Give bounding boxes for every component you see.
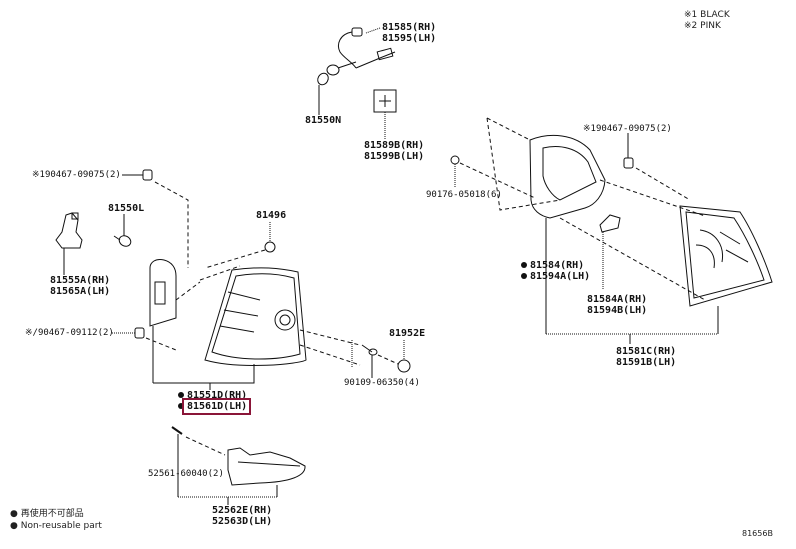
- part-label-81496[interactable]: 81496: [256, 210, 287, 221]
- bulb-81550l-drawing: [113, 214, 132, 247]
- tail-lamp-right-drawing: [679, 205, 773, 334]
- clip-81496-drawing: [204, 222, 276, 269]
- bracket-drawing: [171, 426, 306, 505]
- pad-right-drawing: [599, 214, 621, 290]
- part-label-81589b[interactable]: 81589B(RH): [364, 140, 425, 151]
- legend-text: 再使用不可部品: [20, 509, 84, 519]
- part-label-81550n[interactable]: 81550N: [305, 115, 342, 126]
- legend-text: PINK: [700, 21, 721, 31]
- part-label-81561d-selected[interactable]: 81561D(LH): [178, 401, 247, 412]
- selected-part-highlight: [182, 398, 251, 415]
- part-number: 81551D(RH): [187, 390, 248, 401]
- legend-non-reusable-jp: ● 再使用不可部品: [10, 509, 84, 520]
- part-label-clip-90467-09112[interactable]: ※/90467-09112(2): [25, 328, 114, 338]
- part-label-81584a[interactable]: 81584A(RH): [587, 294, 648, 305]
- part-label-81594b[interactable]: 81594B(LH): [587, 305, 648, 316]
- part-number: 81594A(LH): [530, 271, 591, 282]
- part-label-81555a[interactable]: 81555A(RH): [50, 275, 111, 286]
- legend-mark: ※2: [684, 21, 698, 31]
- part-label-clip-90467-09075-right[interactable]: ※190467-09075(2): [583, 124, 672, 134]
- diagram-id: 81656B: [742, 529, 773, 538]
- legend-color-black: ※1 BLACK: [684, 10, 730, 21]
- clip-right-top-drawing: [623, 133, 691, 201]
- gasket-left-drawing: [149, 259, 177, 383]
- part-label-90176-05018[interactable]: 90176-05018(6): [426, 190, 502, 200]
- non-reusable-dot-icon: ●: [10, 521, 18, 531]
- legend-mark: ※1: [684, 10, 698, 20]
- screw-cap-drawing: [361, 340, 411, 378]
- part-label-81952e[interactable]: 81952E: [389, 328, 426, 339]
- part-label-52563d[interactable]: 52563D(LH): [212, 516, 273, 527]
- part-label-81594a[interactable]: 81594A(LH): [521, 271, 590, 282]
- part-number: 81561D(LH): [187, 401, 248, 412]
- bulb-81550n-drawing: [317, 72, 329, 115]
- part-label-81599b[interactable]: 81599B(LH): [364, 151, 425, 162]
- part-number: 81584(RH): [530, 260, 585, 271]
- gasket-right-frame-drawing: [486, 117, 706, 334]
- socket-wire-harness-drawing: [326, 27, 396, 76]
- part-label-81550l[interactable]: 81550L: [108, 203, 145, 214]
- part-label-81551d[interactable]: 81551D(RH): [178, 390, 247, 401]
- part-label-81581c[interactable]: 81581C(RH): [616, 346, 677, 357]
- clip-left-mid-drawing: [112, 327, 177, 351]
- non-reusable-dot-icon: [178, 392, 184, 398]
- part-label-52562e[interactable]: 52562E(RH): [212, 505, 273, 516]
- non-reusable-dot-icon: [178, 403, 184, 409]
- socket-81555a-drawing: [55, 212, 83, 275]
- part-label-81584[interactable]: 81584(RH): [521, 260, 584, 271]
- part-label-81595[interactable]: 81595(LH): [382, 33, 437, 44]
- part-label-52561-60040[interactable]: 52561-60040(2): [148, 469, 224, 479]
- non-reusable-dot-icon: [521, 273, 527, 279]
- legend-text: Non-reusable part: [20, 521, 102, 531]
- tail-lamp-left-drawing: [153, 265, 361, 390]
- clip-left-top-drawing: [122, 169, 189, 268]
- part-label-81591b[interactable]: 81591B(LH): [616, 357, 677, 368]
- gasket-square-drawing: [373, 89, 397, 140]
- legend-non-reusable-en: ● Non-reusable part: [10, 521, 102, 532]
- part-label-81565a[interactable]: 81565A(LH): [50, 286, 111, 297]
- part-label-81585[interactable]: 81585(RH): [382, 22, 437, 33]
- non-reusable-dot-icon: ●: [10, 509, 18, 519]
- screw-right-drawing: [450, 155, 536, 199]
- non-reusable-dot-icon: [521, 262, 527, 268]
- legend-color-pink: ※2 PINK: [684, 21, 721, 32]
- legend-text: BLACK: [700, 10, 730, 20]
- part-label-clip-90467-09075-left[interactable]: ※190467-09075(2): [32, 170, 121, 180]
- part-label-90109-06350[interactable]: 90109-06350(4): [344, 378, 420, 388]
